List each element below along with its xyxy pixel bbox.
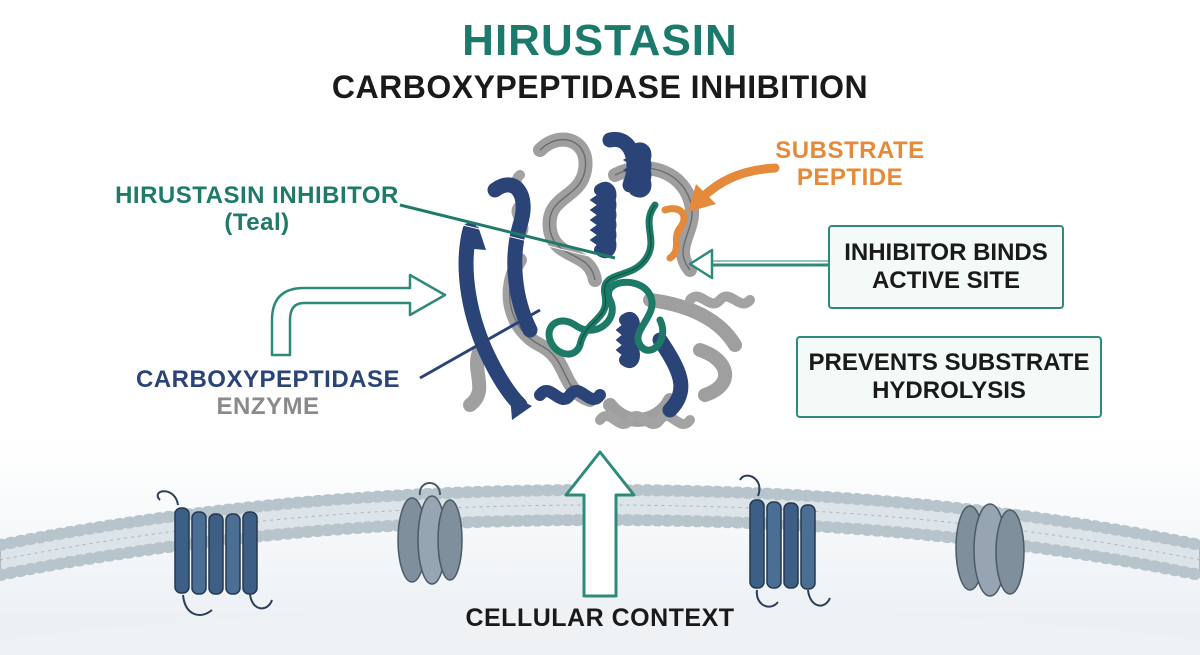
protein-structure bbox=[458, 131, 755, 429]
enzyme-label: CARBOXYPEPTIDASE ENZYME bbox=[118, 366, 418, 421]
binds-line2: ACTIVE SITE bbox=[871, 267, 1020, 294]
membrane-protein-right bbox=[739, 474, 831, 608]
diagram-title: HIRUSTASIN bbox=[462, 16, 738, 65]
enzyme-label-line1: CARBOXYPEPTIDASE bbox=[135, 366, 401, 393]
inhibitor-label-line2: (Teal) bbox=[224, 208, 290, 236]
prevents-line2: HYDROLYSIS bbox=[872, 377, 1026, 404]
bent-arrow bbox=[270, 273, 447, 357]
enzyme-label-line2: ENZYME bbox=[216, 392, 320, 420]
substrate-label-line1: SUBSTRATE bbox=[775, 137, 925, 164]
active-site-arrow bbox=[688, 248, 828, 280]
inhibitor-pointer bbox=[399, 203, 618, 264]
membrane-channel-center-left bbox=[397, 482, 463, 585]
inhibitor-label: HIRUSTASIN INHIBITOR (Teal) bbox=[112, 182, 402, 237]
substrate-label: SUBSTRATE PEPTIDE bbox=[770, 137, 930, 192]
diagram-subtitle: CARBOXYPEPTIDASE INHIBITION bbox=[331, 69, 869, 105]
inhibitor-binds-box: INHIBITOR BINDS ACTIVE SITE bbox=[828, 225, 1064, 309]
binds-line1: INHIBITOR BINDS bbox=[844, 239, 1048, 267]
prevents-line1: PREVENTS SUBSTRATE bbox=[808, 349, 1090, 377]
inhibitor-label-line1: HIRUSTASIN INHIBITOR bbox=[115, 182, 399, 209]
substrate-label-line2: PEPTIDE bbox=[796, 163, 904, 191]
enzyme-pointer bbox=[419, 308, 541, 380]
prevents-hydrolysis-box: PREVENTS SUBSTRATE HYDROLYSIS bbox=[796, 336, 1102, 418]
substrate-arrow bbox=[688, 163, 780, 212]
membrane-protein-left bbox=[156, 490, 273, 616]
cellular-context-arrow bbox=[564, 450, 636, 598]
cellular-context-label: CELLULAR CONTEXT bbox=[465, 604, 735, 632]
membrane-channel-right bbox=[955, 503, 1025, 597]
